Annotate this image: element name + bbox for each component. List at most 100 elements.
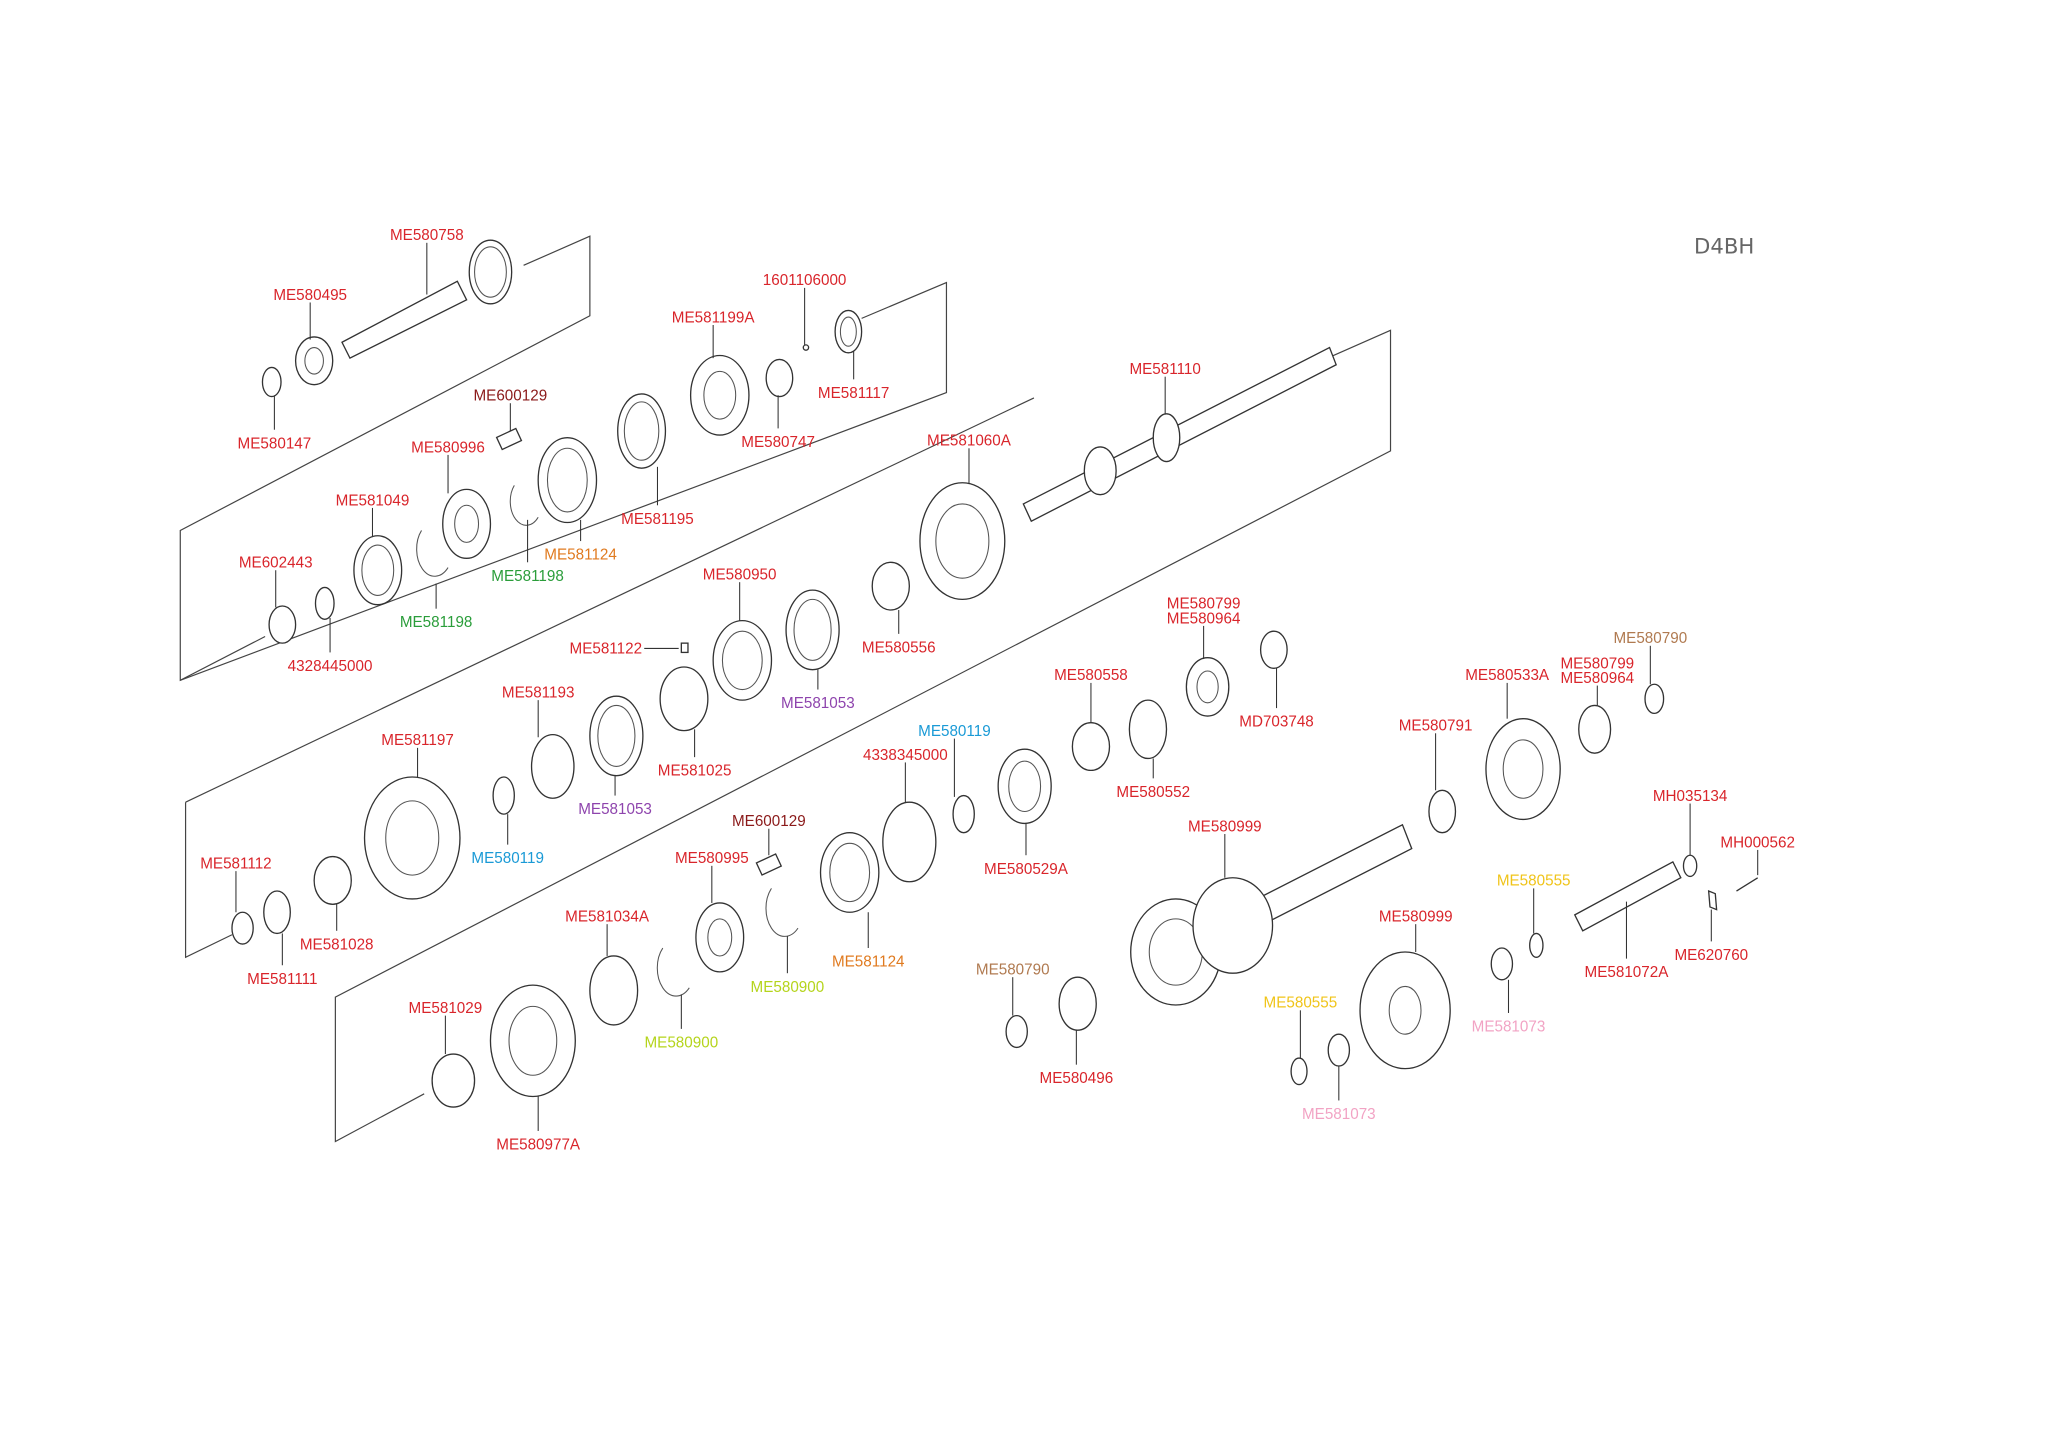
shift-key [495,427,523,451]
part-label[interactable]: ME580758 [390,227,464,244]
part-label[interactable]: 4338345000 [863,747,948,764]
sleeve-inner [721,630,763,691]
lock-plate [1707,890,1718,911]
frame-upper-sync [180,281,948,681]
part-label[interactable]: ME580799 [1167,596,1241,613]
part-label[interactable]: ME580147 [238,435,312,452]
part-label[interactable]: ME580900 [644,1034,718,1051]
parts [231,239,1759,1108]
thrust-washer [834,309,863,354]
shaft-spline [1083,446,1117,496]
blocker-ring [589,955,639,1026]
part-label[interactable]: ME600129 [732,813,806,830]
part-label[interactable]: ME580495 [273,287,347,304]
gear [363,776,461,900]
part-label[interactable]: ME580747 [741,434,815,451]
part-label[interactable]: ME580790 [976,962,1050,979]
part-label[interactable]: ME581124 [544,547,617,564]
part-label[interactable]: ME580790 [1613,630,1687,647]
part-label[interactable]: ME580977A [496,1137,581,1154]
part-label[interactable]: ME580552 [1116,784,1190,801]
part-label[interactable]: MD703748 [1239,714,1314,731]
gear-inner [1008,760,1042,813]
bearing-inner [304,347,324,375]
part-label[interactable]: ME580555 [1264,995,1338,1012]
part-label[interactable]: 4328445000 [288,658,373,675]
part-label[interactable]: ME581053 [781,695,855,712]
part-label[interactable]: ME581110 [1129,361,1200,378]
part-label[interactable]: ME580999 [1188,818,1262,835]
part-label[interactable]: ME581193 [502,684,575,701]
part-label[interactable]: ME580999 [1379,909,1453,926]
gear-inner [385,800,440,876]
part-label[interactable]: ME581197 [381,732,454,749]
part-label[interactable]: ME581029 [409,1000,483,1017]
sync-hub [659,666,709,732]
shift-key [755,853,783,876]
part-label[interactable]: ME581060A [927,433,1012,450]
part-label[interactable]: ME580555 [1497,873,1571,890]
gear-inner [935,503,990,579]
part-label[interactable]: ME580950 [703,567,777,584]
part-labels: ME580758 ME580495 ME580147 1601106000 ME… [200,227,1795,1153]
part-label[interactable]: ME581117 [818,385,889,402]
part-label[interactable]: ME581025 [658,763,732,780]
part-label[interactable]: ME581122 [570,641,643,658]
part-label[interactable]: ME581198 [491,568,564,585]
part-label[interactable]: ME581049 [336,492,410,509]
washer-inner [839,316,857,347]
ring-inner [623,401,660,461]
part-label[interactable]: ME580533A [1465,667,1550,684]
input-gear [468,239,513,305]
part-label[interactable]: ME581028 [300,936,374,953]
part-label[interactable]: ME580995 [675,850,749,867]
part-label[interactable]: ME581199A [672,309,756,326]
hub-inner [707,918,733,957]
thrust-washer [1128,699,1168,760]
part-label[interactable]: ME581053 [578,801,652,818]
gear-inner [508,1005,558,1076]
o-ring [1682,854,1698,878]
part-label[interactable]: MH035134 [1653,788,1728,805]
part-label[interactable]: MH000562 [1720,834,1795,851]
snap-ring [1428,789,1457,834]
part-label[interactable]: ME580558 [1054,667,1128,684]
blocker-ring [785,589,840,671]
part-label[interactable]: ME581073 [1472,1019,1546,1036]
sleeve-inner [829,842,871,903]
bolt [1736,877,1759,892]
part-label[interactable]: ME580119 [918,723,991,740]
gear-inner [1388,985,1422,1035]
needle-bearing [1490,947,1514,981]
sync-sleeve [537,437,598,524]
part-label[interactable]: ME620760 [1674,947,1748,964]
part-label[interactable]: ME580964 [1167,610,1241,627]
part-label[interactable]: 1601106000 [763,272,847,289]
part-label[interactable]: ME580529A [984,861,1069,878]
ball-bearing [1058,976,1097,1031]
part-label[interactable]: ME581034A [565,909,650,926]
spring-pin [680,642,689,654]
part-label[interactable]: ME581124 [832,954,905,971]
part-label[interactable]: ME580791 [1399,718,1473,735]
part-label[interactable]: ME600129 [473,388,547,405]
part-label[interactable]: ME581198 [400,614,473,631]
part-label[interactable]: ME580496 [1040,1070,1114,1087]
part-label[interactable]: ME581073 [1302,1106,1376,1123]
snap-ring-c [765,888,799,937]
part-label[interactable]: ME602443 [239,555,313,572]
part-label[interactable]: ME580964 [1560,670,1634,687]
part-label[interactable]: ME580900 [751,979,825,996]
part-label[interactable]: ME580556 [862,639,936,656]
gear [997,748,1052,825]
part-label[interactable]: ME580119 [471,850,544,867]
part-label[interactable]: ME581112 [200,855,271,872]
part-label[interactable]: ME581072A [1585,964,1670,981]
part-label[interactable]: ME580996 [411,439,485,456]
part-label[interactable]: ME581195 [621,511,694,528]
assembly-frames [179,235,1392,1143]
part-label[interactable]: ME580799 [1560,655,1634,672]
needle-bearing [871,561,911,611]
part-label[interactable]: ME581111 [247,971,317,988]
